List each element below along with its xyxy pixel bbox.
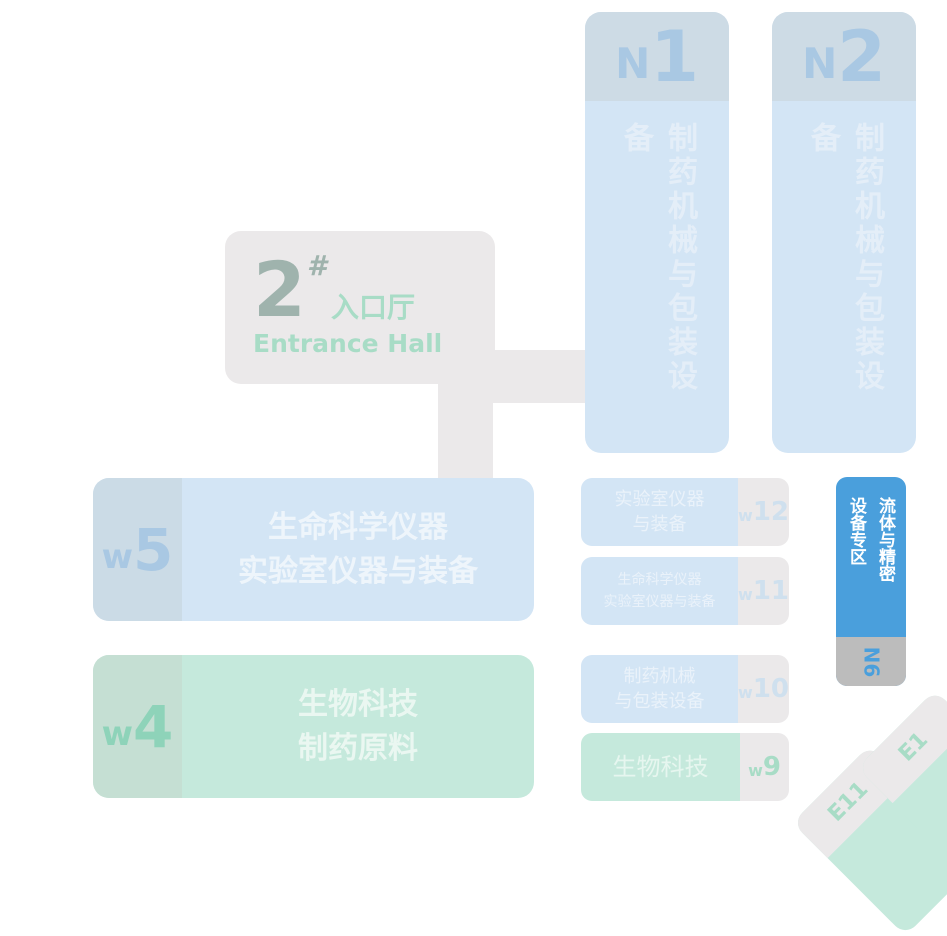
hall-w4-line1: 生物科技 [298,686,418,722]
hall-w5-line1: 生命科学仪器 [268,509,448,545]
entrance-cn: 入口厅 [331,291,416,324]
hall-n6[interactable]: 流体与精密 设备专区 N6 [836,477,906,686]
hall-w4-line2: 制药原料 [298,730,418,766]
entrance-mark: # [307,249,327,282]
hall-w5-line2: 实验室仪器与装备 [238,553,478,589]
hall-w9-line1: 生物科技 [612,752,709,781]
hall-w11-line1: 生命科学仪器 [617,572,702,588]
hall-w12-line2: 与装备 [632,514,687,535]
hall-e11-label: E11 [823,776,874,827]
entrance-en: Entrance Hall [253,329,443,358]
entrance-hall[interactable]: 2 # 入口厅 Entrance Hall [225,231,495,384]
hall-n6-line2: 设备专区 [846,497,866,565]
hall-w10-line1: 制药机械 [623,666,696,687]
corridor-vertical [438,370,493,485]
hall-e1-label: E1 [894,727,934,767]
entrance-number: 2 [253,245,306,334]
hall-n2-desc: 制药机械与包装设备 [805,122,884,394]
hall-n1-desc: 制药机械与包装设备 [618,122,697,394]
hall-w10-line2: 与包装设备 [614,691,705,712]
corridor-horizontal [480,350,590,403]
hall-n6-label: N6 [859,646,883,677]
hall-w11-line2: 实验室仪器与装备 [603,594,716,610]
hall-n6-line1: 流体与精密 [875,497,895,582]
hall-w12-line1: 实验室仪器 [614,489,705,510]
